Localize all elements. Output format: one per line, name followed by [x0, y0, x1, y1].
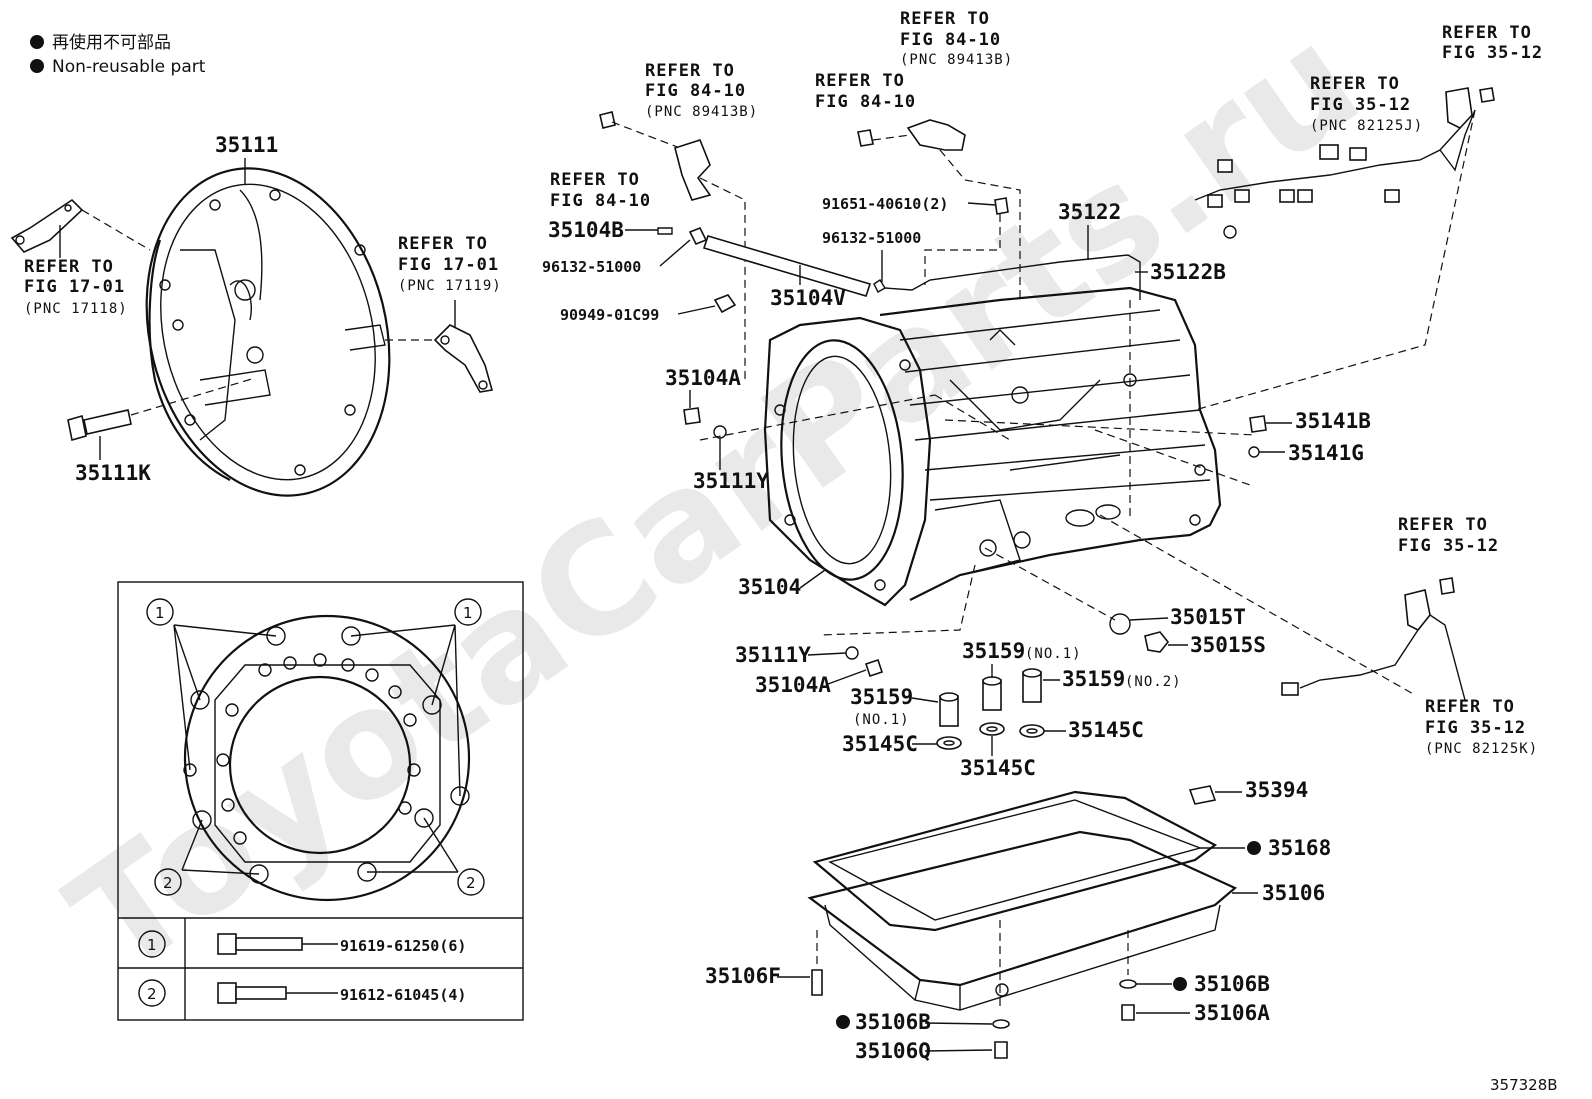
part-label-35106a: 35106A: [1194, 1001, 1270, 1025]
non-reusable-marker-icon: [836, 1015, 850, 1029]
part-note-35159-left: (NO.1): [853, 712, 910, 728]
bolt-35111k-drawing: [67, 377, 256, 460]
ref-fig3512-d-pnc: (PNC 82125K): [1425, 741, 1538, 757]
right-bracket-drawing: [385, 300, 494, 393]
ref-fig8410-b-refer: REFER TO: [550, 170, 640, 190]
ref-fig8410-d-pnc: (PNC 89413B): [900, 52, 1013, 68]
ref-fig3512-b-pnc: (PNC 82125J): [1310, 118, 1423, 134]
part-label-35104: 35104: [738, 575, 801, 599]
ref-fig8410-a-refer: REFER TO: [645, 61, 735, 81]
part-label-35106b-right: 35106B: [1194, 972, 1270, 996]
part-label-35015s: 35015S: [1190, 633, 1266, 657]
part-label-35145c-right: 35145C: [1068, 718, 1144, 742]
oil-pan-drawing: [807, 785, 1238, 1059]
part-label-35111k: 35111K: [75, 461, 151, 485]
ref-fig3512-a-fig: FIG 35-12: [1442, 43, 1543, 63]
table-row-2-part: 91612-61045(4): [340, 986, 466, 1004]
ref-fig8410-d-refer: REFER TO: [900, 9, 990, 29]
part-label-96132-b: 96132-51000: [822, 229, 921, 247]
ref-fig1701-b-fig: FIG 17-01: [398, 255, 499, 275]
part-label-35111: 35111: [215, 133, 278, 157]
filler-tube-drawing: [657, 226, 1141, 314]
callout-2-right: 2: [466, 874, 476, 892]
part-label-35145c-left: 35145C: [842, 732, 918, 756]
small-parts-drawing: [683, 407, 1267, 678]
part-label-35104b: 35104B: [548, 218, 624, 242]
legend: 再使用不可部品 Non-reusable part: [30, 32, 206, 77]
part-label-35106b-left: 35106B: [855, 1010, 931, 1034]
part-label-35141g: 35141G: [1288, 441, 1364, 465]
ref-fig8410-b-fig: FIG 84-10: [550, 191, 651, 211]
part-label-35394: 35394: [1245, 778, 1308, 802]
ref-fig1701-a-pnc: (PNC 17118): [24, 301, 128, 317]
part-label-35111y-top: 35111Y: [693, 469, 769, 493]
plugs-drawing: [936, 668, 1045, 750]
ref-fig8410-a-pnc: (PNC 89413B): [645, 104, 758, 120]
part-label-35111y-bot: 35111Y: [735, 643, 811, 667]
ref-fig8410-a-fig: FIG 84-10: [645, 81, 746, 101]
part-label-35106f: 35106F: [705, 964, 781, 988]
ref-fig1701-b-refer: REFER TO: [398, 234, 488, 254]
part-label-35159-left: 35159: [850, 685, 913, 709]
ref-fig8410-d-fig: FIG 84-10: [900, 30, 1001, 50]
ref-fig8410-c-refer: REFER TO: [815, 71, 905, 91]
part-label-35122: 35122: [1058, 200, 1121, 224]
part-label-35168: 35168: [1268, 836, 1331, 860]
legend-english: Non-reusable part: [52, 57, 206, 77]
callout-2-left: 2: [163, 874, 173, 892]
ref-fig3512-c-refer: REFER TO: [1398, 515, 1488, 535]
left-bracket-drawing: [10, 198, 151, 258]
ref-fig8410-c-fig: FIG 84-10: [815, 92, 916, 112]
callout-1-left: 1: [155, 604, 165, 622]
ref-fig3512-b-refer: REFER TO: [1310, 74, 1400, 94]
figure-id: 357328B: [1490, 1076, 1558, 1094]
part-label-35104a-top: 35104A: [665, 366, 741, 390]
ref-fig3512-a-refer: REFER TO: [1442, 23, 1532, 43]
part-label-35015t: 35015T: [1170, 605, 1246, 629]
part-label-35106q: 35106Q: [855, 1039, 931, 1063]
part-label-35141b: 35141B: [1295, 409, 1371, 433]
bell-housing-drawing: [145, 167, 391, 497]
non-reusable-marker-icon: [30, 35, 44, 49]
part-label-90949: 90949-01C99: [560, 306, 659, 324]
part-label-35106: 35106: [1262, 881, 1325, 905]
legend-japanese: 再使用不可部品: [52, 32, 171, 53]
ref-fig1701-a-fig: FIG 17-01: [24, 277, 125, 297]
ref-fig3512-b-fig: FIG 35-12: [1310, 95, 1411, 115]
non-reusable-marker-icon: [1247, 841, 1261, 855]
part-label-35122b: 35122B: [1150, 260, 1226, 284]
non-reusable-marker-icon: [30, 59, 44, 73]
table-row-1-part: 91619-61250(6): [340, 937, 466, 955]
part-label-35159-top: 35159: [962, 639, 1025, 663]
ref-fig1701-b-pnc: (PNC 17119): [398, 278, 502, 294]
part-note-35159-top: (NO.1): [1025, 646, 1082, 662]
speed-sensor-drawing: [1281, 577, 1466, 701]
table-row-2-mark: 2: [147, 985, 157, 1003]
ref-fig3512-d-fig: FIG 35-12: [1425, 718, 1526, 738]
ref-fig3512-c-fig: FIG 35-12: [1398, 536, 1499, 556]
sensor-drawings-top: [599, 87, 1495, 411]
part-label-35104v: 35104V: [770, 286, 846, 310]
callout-1-right: 1: [463, 604, 473, 622]
bolt-pattern-box: 1 1 2 2 1 91619-61250(6) 2 91612-61045(4…: [117, 581, 524, 1021]
part-label-91651: 91651-40610(2): [822, 195, 948, 213]
part-label-35104a-bot: 35104A: [755, 673, 831, 697]
part-label-96132-a: 96132-51000: [542, 258, 641, 276]
transmission-case-drawing: [763, 286, 1222, 607]
ref-fig3512-d-refer: REFER TO: [1425, 697, 1515, 717]
table-row-1-mark: 1: [147, 936, 157, 954]
non-reusable-marker-icon: [1173, 977, 1187, 991]
part-label-35159-right: 35159: [1062, 667, 1125, 691]
part-note-35159-right: (NO.2): [1125, 674, 1182, 690]
part-label-35145c-mid: 35145C: [960, 756, 1036, 780]
ref-fig1701-a-refer: REFER TO: [24, 257, 114, 277]
